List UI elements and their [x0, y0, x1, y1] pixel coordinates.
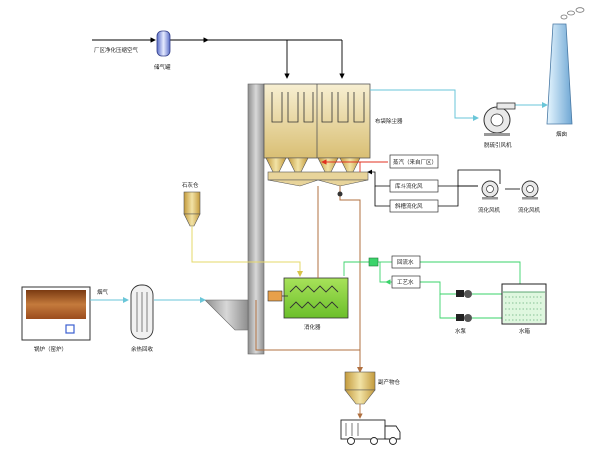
fan-icon — [481, 180, 499, 200]
fluidizing-air-slope-box: 斜槽流化风 — [389, 199, 439, 213]
lime-feed-line — [191, 226, 303, 277]
truck-icon — [340, 419, 401, 445]
water-tank-label: 水箱 — [519, 327, 531, 335]
water-pumps: 水泵 — [455, 290, 472, 335]
compressed-air-label: 厂区净化压缩空气 — [94, 46, 139, 54]
process-water-box: 工艺水 — [391, 275, 421, 289]
fan-icon — [483, 102, 516, 136]
motor-icon — [267, 290, 288, 302]
water-pump-label: 水泵 — [455, 327, 467, 335]
byproduct-bin-label: 副产物仓 — [378, 378, 401, 386]
venturi-inlet — [204, 299, 249, 331]
chimney-label: 烟囱 — [556, 130, 567, 138]
smoke-icon — [560, 7, 585, 20]
fluidizing-air-slope-label: 斜槽流化风 — [395, 202, 423, 210]
absorption-tower — [204, 83, 265, 355]
waste-heat-recovery: 余热回收 — [130, 284, 154, 353]
pump-icon — [456, 314, 472, 322]
fluidizing-air-bottom-box: 库斗流化风 — [389, 179, 439, 193]
steam-label: 蒸汽（来自厂区） — [393, 158, 437, 166]
return-water-box: 回流水 — [391, 255, 421, 269]
chimney: 烟囱 — [546, 7, 585, 138]
lime-bin: 石灰仓 — [182, 181, 201, 227]
digester: 消化器 — [267, 277, 349, 331]
valve-icon — [368, 257, 379, 267]
water-tank: 水箱 — [501, 283, 547, 335]
air-tank: 储气罐 — [154, 30, 171, 71]
fluidizing-fan-1: 流化风机 — [478, 180, 501, 214]
flue-gas-label: 烟气 — [97, 288, 109, 296]
steam-box: 蒸汽（来自厂区） — [389, 154, 439, 169]
clean-gas-line — [370, 89, 548, 121]
chimney-icon — [546, 23, 573, 125]
byproduct-bin: 副产物仓 — [344, 371, 401, 405]
induced-draft-fan-label: 脱硫引风机 — [484, 141, 512, 149]
fluidizing-fan-2-label: 流化风机 — [518, 206, 541, 214]
waste-heat-recovery-label: 余热回收 — [131, 345, 154, 353]
digester-label: 消化器 — [304, 323, 321, 331]
induced-draft-fan: 脱硫引风机 — [483, 102, 516, 149]
fluidizing-air-bottom-label: 库斗流化风 — [395, 182, 423, 190]
fluidizing-fan-2: 流化风机 — [518, 180, 541, 214]
process-water-label: 工艺水 — [397, 278, 414, 286]
boiler-label: 锅炉（窑炉） — [34, 345, 67, 353]
lime-bin-label: 石灰仓 — [182, 181, 199, 189]
boiler: 锅炉（窑炉） — [21, 286, 91, 353]
tank-icon — [501, 283, 547, 325]
fan-icon — [521, 180, 539, 200]
return-water-label: 回流水 — [397, 258, 414, 266]
pump-icon — [456, 290, 472, 298]
bag-filter: 布袋除尘器 — [263, 83, 403, 187]
air-tank-label: 储气罐 — [154, 63, 171, 71]
fluidizing-fan-1-label: 流化风机 — [478, 206, 501, 214]
steam-line — [321, 159, 388, 172]
bag-filter-label: 布袋除尘器 — [375, 117, 403, 125]
compressed-air-line — [92, 37, 345, 79]
water-lines — [343, 261, 521, 319]
